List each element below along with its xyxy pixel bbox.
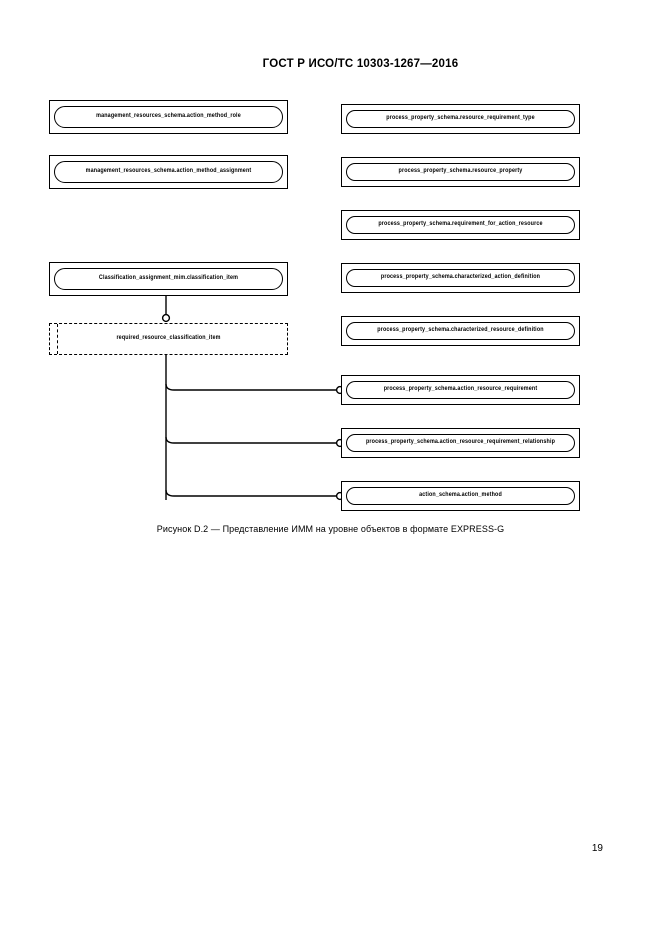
node-action-resource-requirement-relationship[interactable]: process_property_schema.action_resource_…	[341, 428, 580, 458]
node-label: management_resources_schema.action_metho…	[96, 112, 241, 120]
node-classification-item[interactable]: Classification_assignment_mim.classifica…	[49, 262, 288, 296]
node-characterized-action-definition[interactable]: process_property_schema.characterized_ac…	[341, 263, 580, 293]
node-characterized-resource-definition[interactable]: process_property_schema.characterized_re…	[341, 316, 580, 346]
node-capsule: process_property_schema.requirement_for_…	[346, 216, 575, 234]
node-label: process_property_schema.action_resource_…	[383, 385, 538, 393]
node-capsule: management_resources_schema.action_metho…	[54, 161, 283, 183]
node-label: management_resources_schema.action_metho…	[85, 167, 252, 175]
standard-title: ГОСТ Р ИСО/ТС 10303-1267—2016	[262, 58, 459, 70]
node-label: process_property_schema.resource_require…	[386, 114, 535, 122]
node-action-resource-requirement[interactable]: process_property_schema.action_resource_…	[341, 375, 580, 405]
node-capsule: Classification_assignment_mim.classifica…	[54, 268, 283, 290]
page-header: ГОСТ Р ИСО/ТС 10303-1267—2016	[0, 58, 661, 70]
node-requirement-for-action-resource[interactable]: process_property_schema.requirement_for_…	[341, 210, 580, 240]
node-label: process_property_schema.characterized_re…	[377, 326, 544, 334]
select-rule	[57, 324, 58, 354]
node-action-method-role[interactable]: management_resources_schema.action_metho…	[49, 100, 288, 134]
node-action-method[interactable]: action_schema.action_method	[341, 481, 580, 511]
node-capsule: process_property_schema.action_resource_…	[346, 434, 575, 452]
node-label: process_property_schema.resource_propert…	[398, 167, 523, 175]
node-label: process_property_schema.requirement_for_…	[378, 220, 543, 228]
node-capsule: process_property_schema.characterized_re…	[346, 322, 575, 340]
node-capsule: process_property_schema.characterized_ac…	[346, 269, 575, 287]
node-label: Classification_assignment_mim.classifica…	[98, 274, 239, 282]
node-required-resource-classification-item[interactable]: required_resource_classification_item	[49, 323, 288, 355]
node-capsule: process_property_schema.action_resource_…	[346, 381, 575, 399]
node-capsule: management_resources_schema.action_metho…	[54, 106, 283, 128]
node-label: process_property_schema.action_resource_…	[365, 438, 556, 446]
node-action-method-assignment[interactable]: management_resources_schema.action_metho…	[49, 155, 288, 189]
node-label: process_property_schema.characterized_ac…	[380, 273, 541, 281]
node-resource-property[interactable]: process_property_schema.resource_propert…	[341, 157, 580, 187]
express-g-diagram: management_resources_schema.action_metho…	[49, 100, 580, 511]
node-resource-requirement-type[interactable]: process_property_schema.resource_require…	[341, 104, 580, 134]
node-capsule: process_property_schema.resource_propert…	[346, 163, 575, 181]
node-capsule: action_schema.action_method	[346, 487, 575, 505]
node-label: action_schema.action_method	[419, 491, 502, 499]
node-capsule: process_property_schema.resource_require…	[346, 110, 575, 128]
figure-caption: Рисунок D.2 — Представление ИММ на уровн…	[156, 524, 505, 534]
node-label: required_resource_classification_item	[116, 334, 221, 342]
page-number: 19	[591, 843, 603, 854]
